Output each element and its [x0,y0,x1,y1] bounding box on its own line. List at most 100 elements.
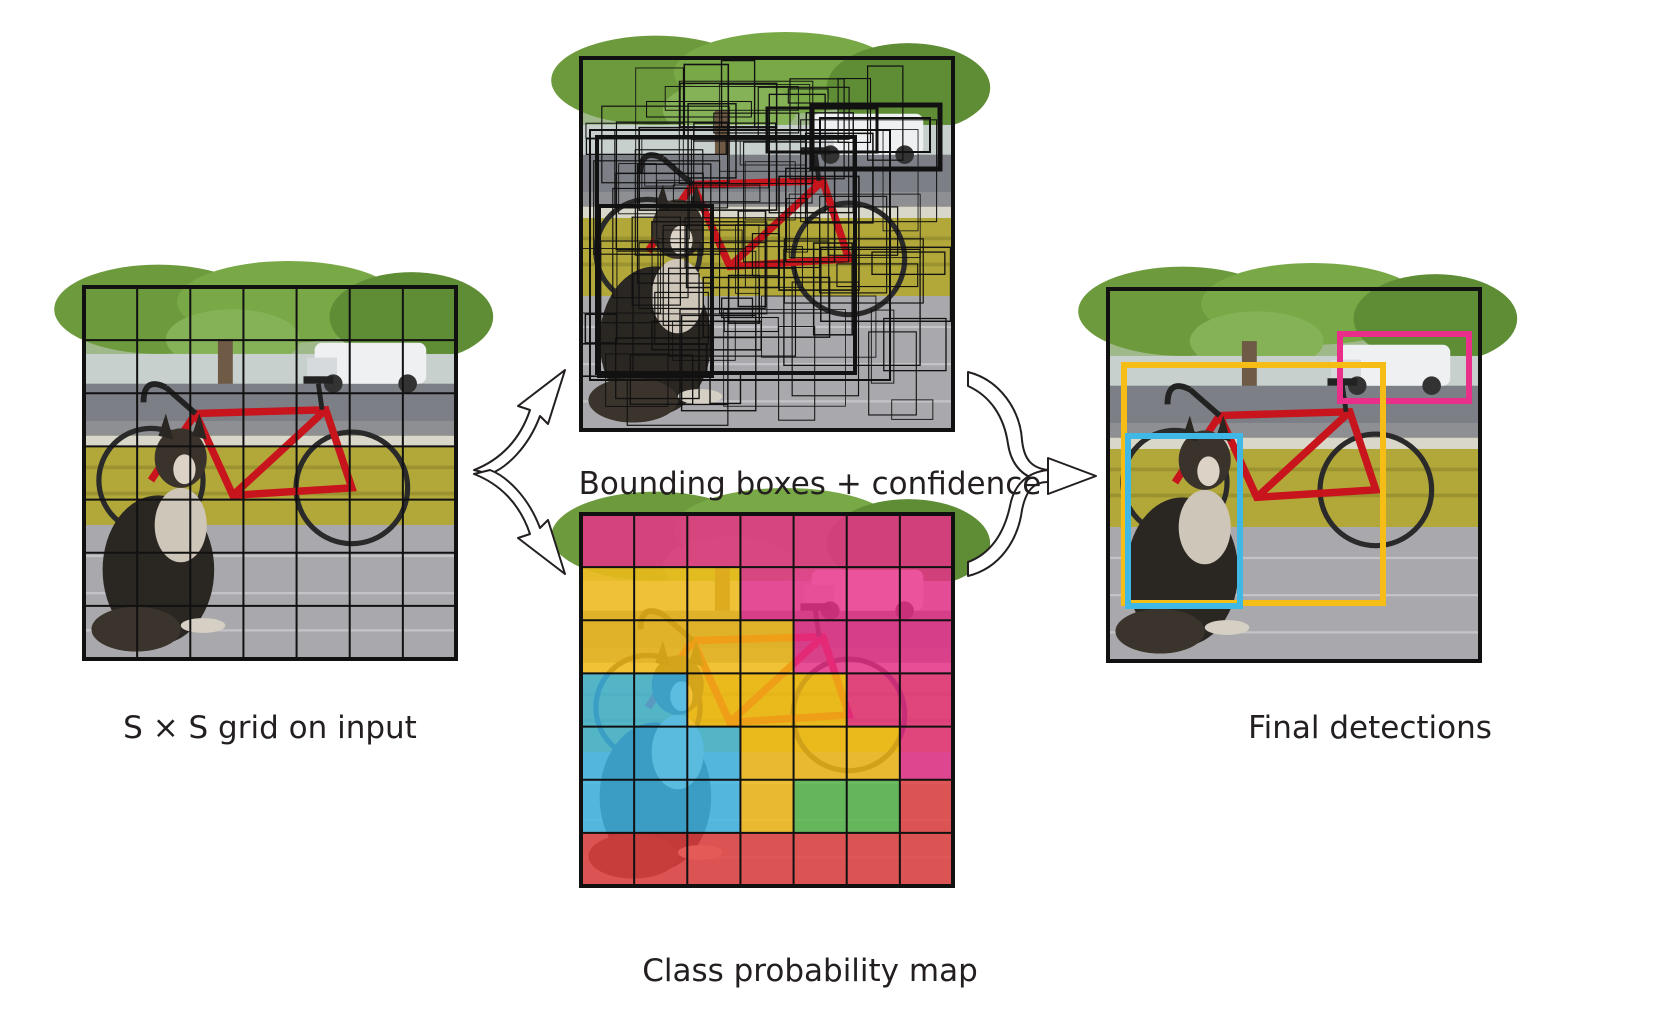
class-cell-car [687,514,741,568]
class-cell-bicycle [687,620,741,674]
class-cell-dining-table [581,832,635,886]
class-cell-car [899,514,953,568]
class-cell-car [846,673,900,727]
candidate-box [836,263,919,288]
merge-arrow-upper-icon [967,371,1097,495]
candidate-box [827,206,899,256]
class-cell-dog [581,673,635,727]
merge-arrow-lower-icon [967,469,1049,577]
class-cell-car [846,567,900,621]
class-cell-dining-table [793,832,847,886]
class-grid-lines [581,514,953,886]
class-cell-bicycle [687,673,741,727]
class-cell-bicycle [740,673,794,727]
class-cell-dining-table [846,832,900,886]
class-cell-car [846,620,900,674]
candidate-box [615,172,704,251]
candidate-box [866,65,904,161]
class-probability-panel [551,488,990,886]
candidate-box [868,331,917,416]
class-cell-bicycle [740,726,794,780]
class-cell-dog [634,779,688,833]
class-cell-other [846,779,900,833]
candidate-box [891,399,934,420]
candidate-box-strong [819,117,931,153]
detection-box-dog [1125,433,1243,609]
candidate-box [744,246,803,288]
candidate-boxes [580,59,952,426]
boxes-frame [579,56,955,432]
bounding-boxes-panel [551,32,990,430]
class-cell-car [899,620,953,674]
class-cell-dining-table [687,832,741,886]
class-cell-dining-table [634,832,688,886]
detection-box-bicycle [1121,362,1386,606]
class-map-caption: Class probability map [642,953,978,989]
candidate-box [789,78,845,180]
candidate-box [883,317,947,372]
class-cell-bicycle [793,726,847,780]
input-photo [54,261,493,659]
candidate-box-strong [597,204,714,378]
candidate-box [787,88,829,104]
candidate-box [593,160,721,255]
candidate-box [631,216,681,306]
class-cell-bicycle [740,779,794,833]
candidate-box [812,242,853,336]
class-cell-dog [634,726,688,780]
candidate-box [768,93,826,214]
final-frame [1106,287,1482,663]
candidate-box [664,85,799,111]
class-map-frame [579,512,955,888]
class-probability-cells [581,514,953,886]
candidate-box [651,221,746,250]
candidate-box [616,250,757,339]
input-frame [82,285,458,661]
candidate-box [612,187,689,299]
class-cell-dog [634,673,688,727]
candidate-box [644,164,676,187]
candidate-box [713,112,800,134]
class-cell-bicycle [846,726,900,780]
candidate-box [679,308,729,406]
candidate-box [693,122,777,142]
candidate-box [727,274,761,324]
class-cell-dog [687,726,741,780]
candidate-box [751,233,780,277]
candidate-box [761,295,877,358]
class-cell-bicycle [581,567,635,621]
class-cell-bicycle [793,673,847,727]
class-cell-bicycle [634,567,688,621]
candidate-box [638,126,778,211]
input-grid-lines [84,287,456,659]
candidate-box [757,86,850,140]
class-cell-car [899,673,953,727]
candidate-box [786,198,808,253]
class-cell-dining-table [899,832,953,886]
class-cell-car [846,514,900,568]
candidate-box [820,246,952,322]
split-arrow-up-icon [473,369,566,475]
class-cell-dog [687,779,741,833]
class-cell-car [793,567,847,621]
split-arrow-down-icon [473,469,566,575]
final-detections-caption: Final detections [1248,710,1492,746]
class-cell-dog [581,779,635,833]
class-cell-dining-table [740,832,794,886]
bounding-boxes-caption: Bounding boxes + confidence [578,466,1042,502]
candidate-box [870,309,895,384]
candidate-box [719,240,830,314]
class-cell-bicycle [581,620,635,674]
candidate-box [791,281,860,397]
candidate-box [744,161,796,221]
candidate-box [735,224,760,294]
class-cell-car [899,726,953,780]
class-cell-car [634,514,688,568]
class-cell-car [581,514,635,568]
class-cell-car [899,567,953,621]
input-grid-panel [54,261,493,659]
class-cell-bicycle [634,620,688,674]
candidate-box [737,210,767,308]
class-cell-bicycle [687,567,741,621]
